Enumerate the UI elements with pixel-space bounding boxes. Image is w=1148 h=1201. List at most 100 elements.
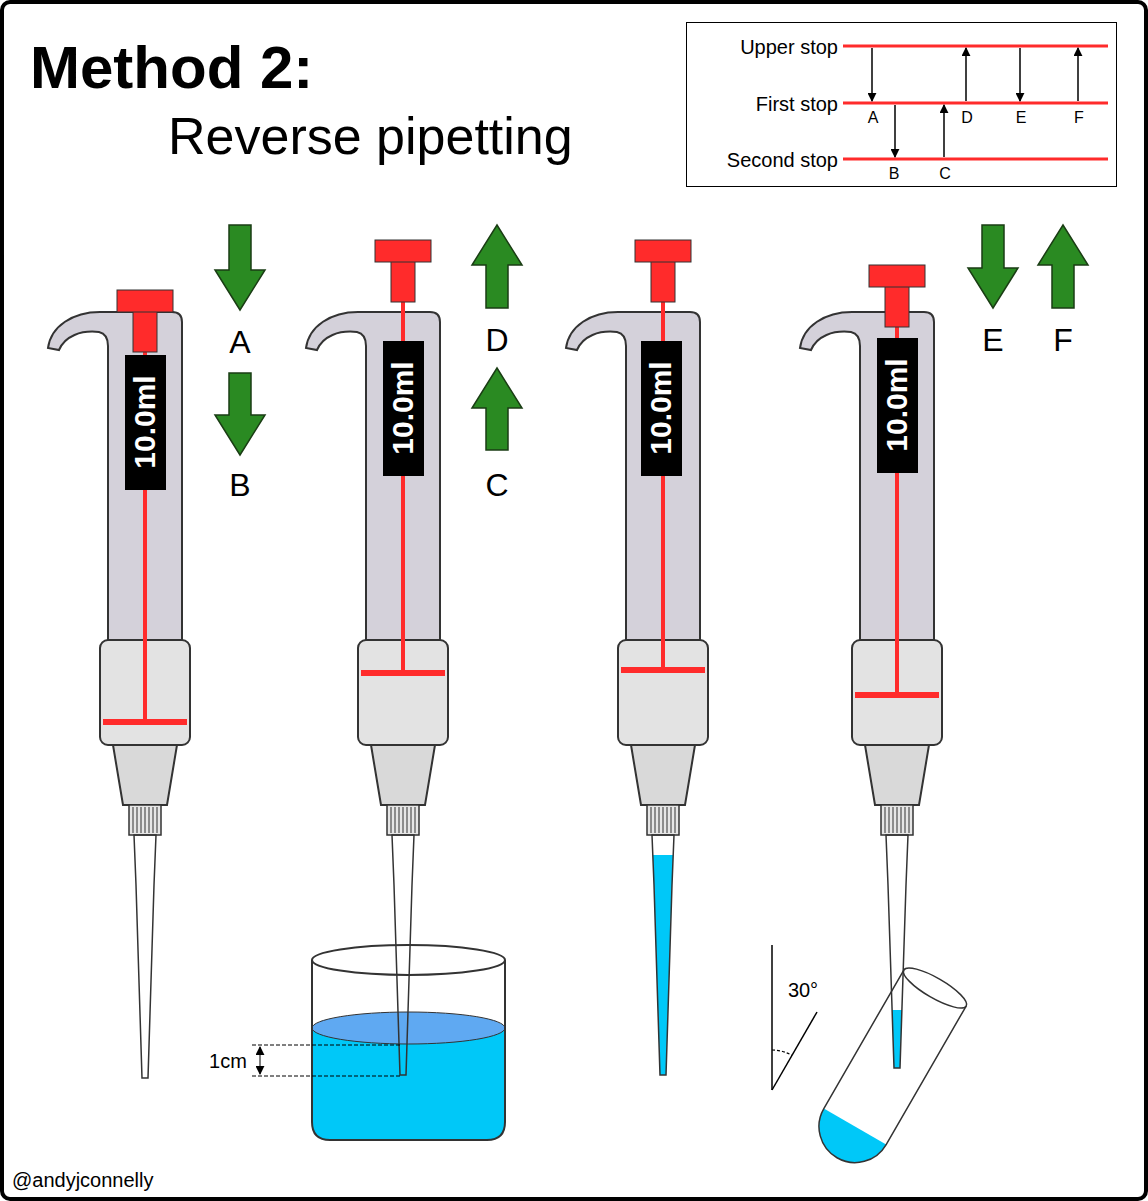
knurl-line (133, 807, 134, 833)
step-letter: D (485, 322, 508, 359)
pipette-cone (631, 745, 695, 805)
knurl-line (893, 807, 894, 833)
plunger-bar (361, 670, 445, 676)
volume-text: 10.0ml (386, 361, 421, 454)
volume-display: 10.0ml (125, 355, 166, 490)
knurl-line (663, 807, 664, 833)
pipette-body (800, 312, 934, 640)
tip-holder (647, 805, 679, 835)
stop-name: Upper stop (740, 36, 838, 59)
knurl-line (411, 807, 412, 833)
knurl-line (675, 807, 676, 833)
pipette-body (48, 312, 182, 640)
pipette-body (306, 312, 440, 640)
knurl-line (157, 807, 158, 833)
step-letter: B (229, 467, 250, 504)
title: Method 2: (30, 33, 313, 102)
stop-arrow (871, 48, 873, 101)
knurl-line (403, 807, 404, 833)
step-letter: E (982, 322, 1003, 359)
volume-display: 10.0ml (877, 338, 918, 473)
pipette-tip (886, 835, 908, 1068)
knurl-line (391, 807, 392, 833)
knurl-line (399, 807, 400, 833)
knurl-line (651, 807, 652, 833)
pipette-tip (134, 835, 156, 1078)
tip-holder (387, 805, 419, 835)
stop-line (843, 45, 1108, 48)
stop-name: Second stop (727, 149, 838, 172)
dimension-line (252, 1045, 400, 1046)
plunger-cap (869, 265, 925, 287)
subtitle: Reverse pipetting (168, 107, 573, 167)
knurl-line (897, 807, 898, 833)
pipette-tip (652, 835, 674, 1075)
green-arrow (215, 373, 265, 455)
dimension-label: 1cm (209, 1050, 247, 1073)
volume-text: 10.0ml (128, 375, 163, 468)
step-letter: A (868, 109, 879, 127)
angle-slant (772, 1012, 817, 1090)
knurl-line (137, 807, 138, 833)
knurl-line (885, 807, 886, 833)
knurl-line (659, 807, 660, 833)
test-tube (806, 961, 971, 1175)
step-letter: C (939, 165, 951, 183)
stop-line (843, 102, 1108, 105)
knurl-line (149, 807, 150, 833)
green-arrow (472, 368, 522, 450)
green-arrow (215, 225, 265, 310)
stop-arrow (1019, 48, 1021, 101)
pipette (48, 290, 190, 1078)
tube-outline (806, 970, 966, 1176)
pipette-cone (865, 745, 929, 805)
plunger-bar (855, 692, 939, 698)
stop-arrow (1077, 48, 1079, 101)
tube-opening (899, 961, 971, 1014)
angle-arc (772, 1050, 792, 1055)
stops-legend-box: Upper stopFirst stopADEFSecond stopBC (686, 22, 1117, 187)
dimension-line (252, 1076, 400, 1077)
knurl-line (141, 807, 142, 833)
beaker-liquid (312, 1028, 505, 1140)
knurl-line (407, 807, 408, 833)
knurl-line (395, 807, 396, 833)
step-letter: C (485, 467, 508, 504)
step-letter: E (1016, 109, 1027, 127)
tip-holder (129, 805, 161, 835)
pipette (800, 265, 942, 1070)
stop-line (843, 158, 1108, 161)
knurl-line (905, 807, 906, 833)
tip-holder (881, 805, 913, 835)
pipette (306, 240, 448, 1075)
pipette-tip (392, 835, 414, 1075)
knurl-line (909, 807, 910, 833)
knurl-line (889, 807, 890, 833)
step-letter: F (1074, 109, 1084, 127)
volume-text: 10.0ml (644, 361, 679, 454)
knurl-line (667, 807, 668, 833)
plunger-neck (885, 285, 909, 327)
plunger-bar (103, 719, 187, 725)
volume-text: 10.0ml (880, 358, 915, 451)
pipette-cone (113, 745, 177, 805)
knurl-line (145, 807, 146, 833)
volume-display: 10.0ml (383, 341, 424, 476)
plunger-cap (375, 240, 431, 262)
stop-arrow (894, 105, 896, 157)
stop-arrow (943, 105, 945, 157)
pipette-cone (371, 745, 435, 805)
tube-liquid (806, 1109, 886, 1176)
plunger-neck (133, 310, 157, 352)
plunger-bar (621, 667, 705, 673)
plunger-cap (635, 240, 691, 262)
stop-arrow (965, 48, 967, 101)
tip-liquid (885, 1010, 909, 1070)
step-letter: B (889, 165, 900, 183)
beaker-rim (312, 945, 505, 975)
stop-name: First stop (756, 93, 838, 116)
pipette-body (566, 312, 700, 640)
